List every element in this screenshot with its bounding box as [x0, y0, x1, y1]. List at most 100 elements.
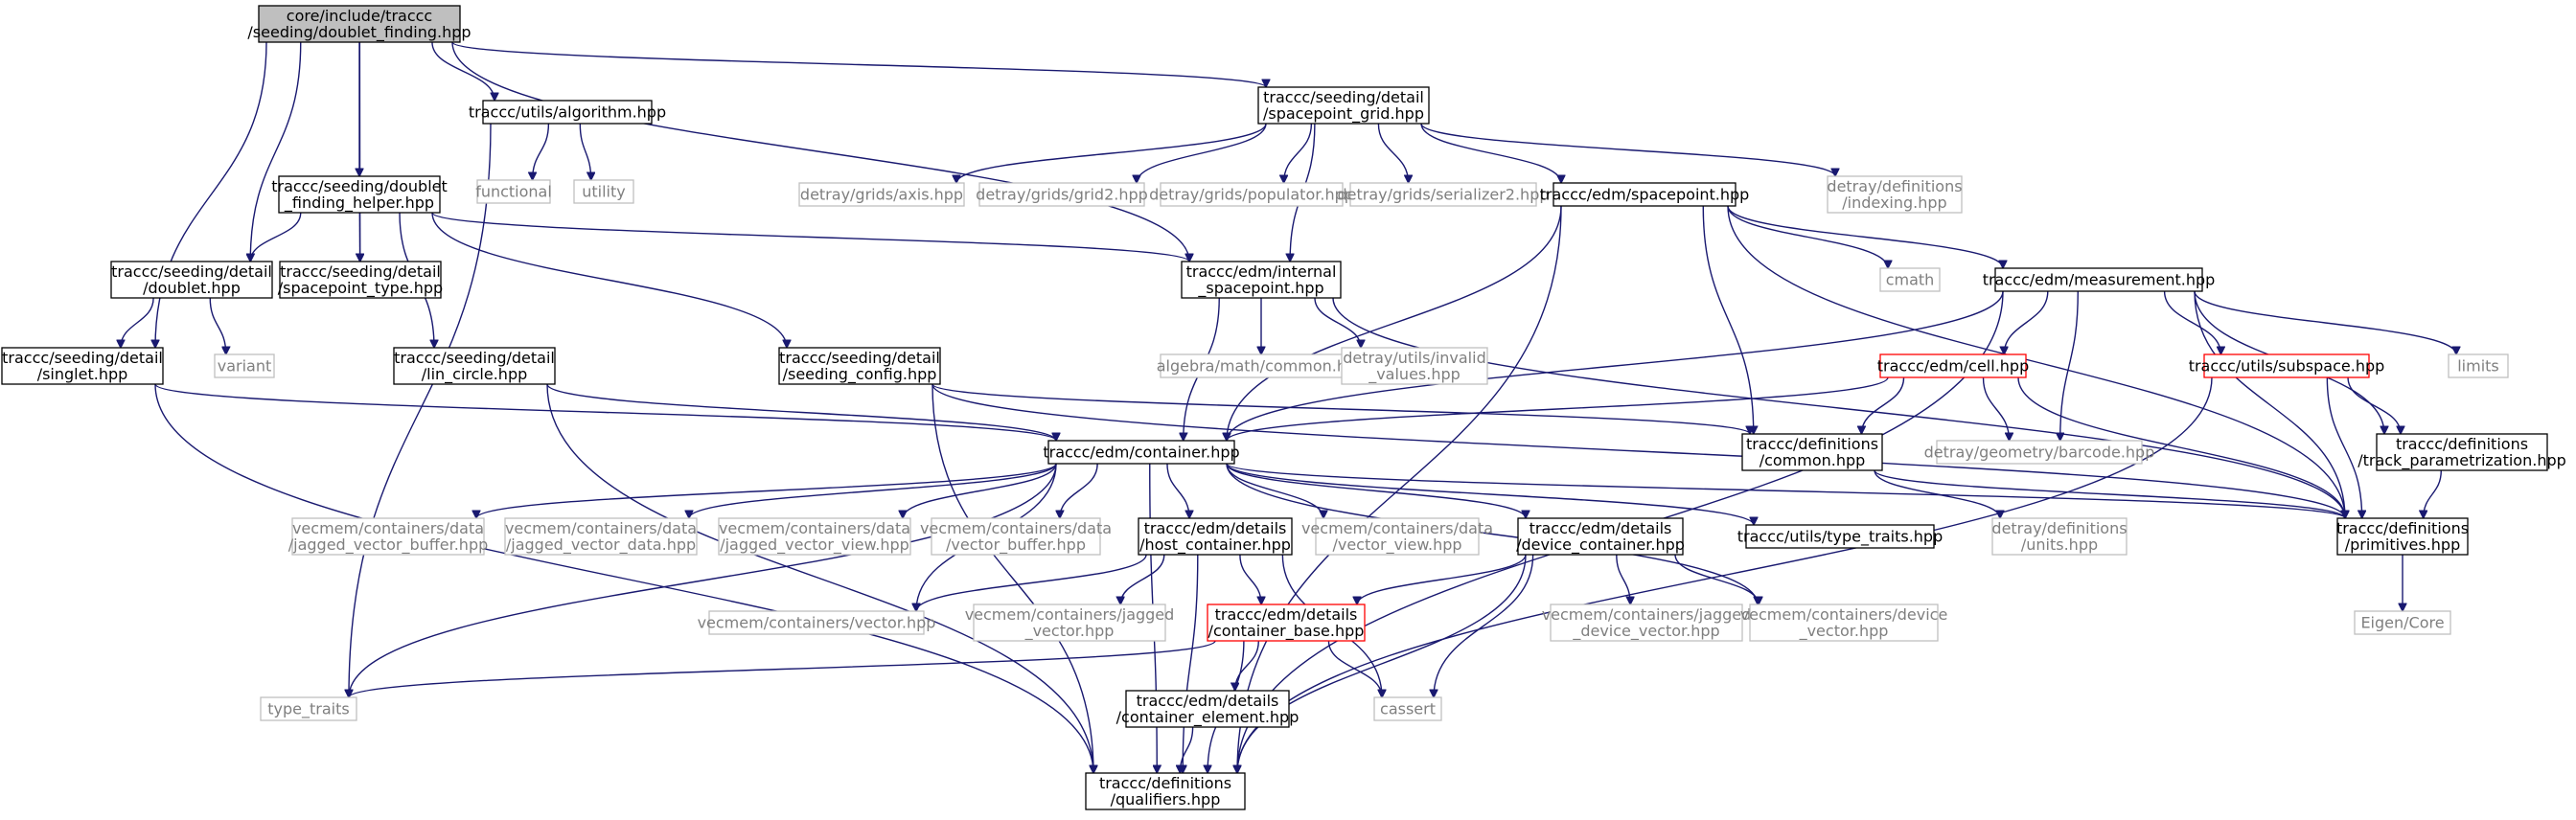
- node-label: /host_container.hpp: [1139, 535, 1291, 555]
- header-node: vecmem/containers/data/vector_view.hpp: [1301, 517, 1493, 556]
- node-label: vecmem/containers/data: [505, 519, 697, 537]
- header-node[interactable]: traccc/seeding/detail/singlet.hpp: [1, 347, 164, 385]
- node-label: _vector.hpp: [1799, 622, 1889, 641]
- dependency-edge: [2194, 290, 2345, 518]
- dependency-edge: [1702, 205, 1754, 434]
- dependency-edge: [903, 463, 1057, 518]
- header-node[interactable]: traccc/definitions/qualifiers.hpp: [1085, 772, 1246, 810]
- header-node[interactable]: traccc/edm/spacepoint.hpp: [1540, 182, 1750, 207]
- node-label: core/include/traccc: [287, 7, 432, 25]
- header-node[interactable]: traccc/seeding/detail/doublet.hpp: [110, 261, 273, 299]
- dependency-edge: [2194, 290, 2456, 354]
- dependency-edges: [121, 41, 2456, 773]
- dependency-edge: [1314, 297, 1361, 348]
- node-label: vecmem/containers/device: [1740, 605, 1948, 624]
- dependency-edge: [546, 383, 1093, 773]
- dependency-edge: [932, 383, 1750, 435]
- header-node: vecmem/containers/device_vector.hpp: [1740, 604, 1948, 642]
- node-label: /doublet.hpp: [143, 279, 241, 297]
- node-label: variant: [218, 357, 272, 376]
- header-node: functional: [475, 179, 552, 204]
- node-box: [1138, 517, 1293, 556]
- header-node: detray/grids/axis.hpp: [798, 182, 965, 207]
- node-label: /spacepoint_type.hpp: [278, 279, 443, 298]
- node-box: [2203, 353, 2370, 378]
- node-box: [573, 179, 634, 204]
- header-node[interactable]: traccc/utils/subspace.hpp: [2189, 353, 2385, 378]
- dependency-edge: [1226, 463, 1754, 525]
- node-box: [708, 610, 925, 635]
- dependency-edge: [1227, 376, 1889, 441]
- header-node: utility: [573, 179, 634, 204]
- header-node[interactable]: core/include/traccc/seeding/doublet_find…: [247, 5, 472, 43]
- header-node[interactable]: traccc/edm/details/device_container.hpp: [1516, 517, 1685, 556]
- header-node[interactable]: traccc/edm/measurement.hpp: [1983, 267, 2216, 292]
- header-node: limits: [2448, 353, 2509, 378]
- header-node[interactable]: traccc/edm/details/container_base.hpp: [1207, 604, 1366, 642]
- node-label: /indexing.hpp: [1842, 194, 1946, 212]
- header-node[interactable]: traccc/seeding/detail/lin_circle.hpp: [393, 347, 556, 385]
- node-label: type_traits: [267, 700, 349, 719]
- node-box: [1085, 772, 1246, 810]
- header-node[interactable]: traccc/definitions/primitives.hpp: [2336, 517, 2469, 556]
- node-label: traccc/seeding/detail: [779, 349, 940, 367]
- dependency-edge: [1861, 376, 1905, 434]
- header-node[interactable]: traccc/seeding/detail/seeding_config.hpp: [778, 347, 941, 385]
- node-box: [504, 517, 698, 556]
- node-label: vecmem/containers/data: [292, 519, 484, 537]
- header-node[interactable]: traccc/seeding/doublet_finding_helper.hp…: [271, 175, 448, 214]
- header-node[interactable]: traccc/utils/algorithm.hpp: [469, 100, 666, 125]
- dependency-edge: [2060, 290, 2079, 441]
- header-node[interactable]: traccc/seeding/detail/spacepoint_grid.hp…: [1257, 86, 1430, 125]
- dependency-edge: [349, 123, 492, 697]
- node-label: detray/geometry/barcode.hpp: [1924, 444, 2155, 462]
- node-label: detray/grids/axis.hpp: [800, 186, 963, 204]
- header-node[interactable]: traccc/edm/cell.hpp: [1877, 353, 2029, 378]
- dependency-edge: [1120, 554, 1165, 604]
- node-label: _vector.hpp: [1024, 622, 1115, 641]
- node-label: traccc/seeding/detail: [111, 262, 272, 281]
- header-node[interactable]: traccc/edm/internal_spacepoint.hpp: [1181, 261, 1342, 299]
- node-label: detray/utils/invalid: [1343, 349, 1485, 367]
- header-node[interactable]: traccc/seeding/detail/spacepoint_type.hp…: [278, 261, 443, 299]
- node-box: [1315, 517, 1480, 556]
- dependency-edge: [1727, 205, 1888, 268]
- dependency-edge: [349, 463, 1057, 697]
- node-label: /singlet.hpp: [37, 365, 128, 383]
- header-node[interactable]: traccc/edm/container.hpp: [1043, 440, 1240, 465]
- header-node[interactable]: traccc/definitions/common.hpp: [1741, 433, 1883, 471]
- dependency-edge: [154, 383, 1056, 442]
- header-node[interactable]: traccc/edm/details/host_container.hpp: [1138, 517, 1293, 556]
- node-label: /common.hpp: [1760, 451, 1866, 469]
- node-box: [1879, 353, 2027, 378]
- node-box: [978, 182, 1145, 207]
- header-node: detray/definitions/units.hpp: [1991, 517, 2128, 556]
- header-node[interactable]: traccc/edm/details/container_element.hpp: [1116, 690, 1300, 728]
- header-node[interactable]: traccc/definitions/track_parametrization…: [2358, 433, 2566, 471]
- dependency-edge: [1235, 640, 1259, 691]
- node-label: algebra/math/common.hpp: [1157, 357, 1367, 376]
- dependency-edge: [1166, 463, 1189, 518]
- header-node: vecmem/containers/jagged_device_vector.h…: [1542, 604, 1751, 642]
- node-label: vecmem/containers/data: [719, 519, 910, 537]
- dependency-edge: [451, 41, 1266, 88]
- dependency-edge: [1137, 123, 1267, 183]
- node-label: cmath: [1886, 271, 1935, 289]
- dependency-edge: [2004, 290, 2049, 354]
- node-box: [1181, 261, 1342, 299]
- header-node: detray/utils/invalid_values.hpp: [1341, 347, 1488, 385]
- dependency-edge: [349, 640, 1216, 698]
- node-label: traccc/edm/measurement.hpp: [1983, 271, 2216, 289]
- header-node: detray/definitions/indexing.hpp: [1827, 175, 1963, 214]
- node-label: detray/definitions: [1991, 519, 2127, 537]
- dependency-edge: [1874, 469, 2000, 518]
- dependency-edge: [1183, 554, 1199, 773]
- header-node[interactable]: traccc/utils/type_traits.hpp: [1737, 524, 1943, 549]
- node-label: traccc/edm/details: [1144, 519, 1287, 537]
- node-label: traccc/definitions: [1746, 435, 1878, 453]
- node-label: _finding_helper.hpp: [284, 194, 434, 213]
- node-box: [1550, 604, 1743, 642]
- dependency-edge: [1357, 554, 1527, 604]
- node-box: [1991, 517, 2128, 556]
- node-label: traccc/seeding/detail: [394, 349, 555, 367]
